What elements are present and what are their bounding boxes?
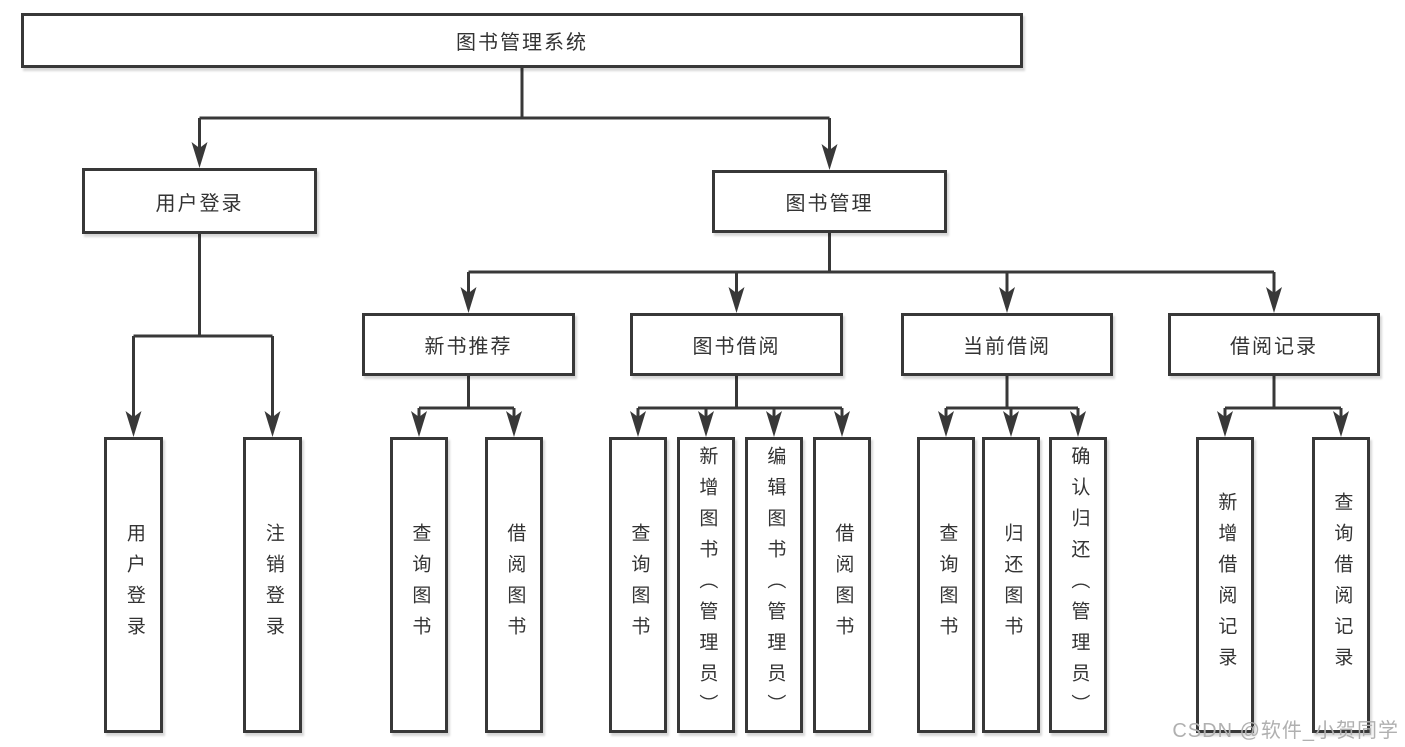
node-logout-action-label: 注销登录 xyxy=(262,523,284,647)
node-borrow-query-book: 查询图书 xyxy=(609,437,667,733)
node-logout-action: 注销登录 xyxy=(243,437,302,733)
node-records-query-label: 查询借阅记录 xyxy=(1331,492,1353,678)
node-rec-query-book-label: 查询图书 xyxy=(409,523,431,647)
node-records-add: 新增借阅记录 xyxy=(1196,437,1254,733)
node-borrow-query-book-label: 查询图书 xyxy=(628,523,650,647)
node-root-label: 图书管理系统 xyxy=(456,32,588,54)
node-current-query-book: 查询图书 xyxy=(917,437,975,733)
node-borrow-borrow-book: 借阅图书 xyxy=(813,437,871,733)
node-current-borrow-label: 当前借阅 xyxy=(963,336,1051,358)
node-book-borrow: 图书借阅 xyxy=(630,313,843,376)
node-rec-borrow-book-label: 借阅图书 xyxy=(504,523,526,647)
node-new-book-rec-label: 新书推荐 xyxy=(424,336,513,358)
node-borrow-add-book-label: 新增图书（管理员） xyxy=(696,445,718,725)
node-rec-borrow-book: 借阅图书 xyxy=(485,437,543,733)
node-records-add-label: 新增借阅记录 xyxy=(1215,492,1237,678)
node-borrow-edit-book: 编辑图书（管理员） xyxy=(745,437,803,733)
node-book-mgmt: 图书管理 xyxy=(712,170,947,233)
node-book-mgmt-label: 图书管理 xyxy=(785,193,874,215)
node-current-confirm-return: 确认归还（管理员） xyxy=(1049,437,1107,733)
node-user-login-label: 用户登录 xyxy=(155,192,244,215)
node-user-login-action: 用户登录 xyxy=(104,437,163,733)
node-rec-query-book: 查询图书 xyxy=(390,437,448,733)
node-records-query: 查询借阅记录 xyxy=(1312,437,1370,733)
node-borrow-records: 借阅记录 xyxy=(1168,313,1380,376)
node-current-query-book-label: 查询图书 xyxy=(936,523,958,647)
node-user-login: 用户登录 xyxy=(82,168,317,234)
watermark-text: CSDN @软件_小贺同学 xyxy=(1172,720,1399,742)
node-current-borrow: 当前借阅 xyxy=(901,313,1113,376)
node-borrow-edit-book-label: 编辑图书（管理员） xyxy=(764,445,786,725)
node-new-book-rec: 新书推荐 xyxy=(362,313,575,376)
node-borrow-borrow-book-label: 借阅图书 xyxy=(832,523,854,647)
node-user-login-action-label: 用户登录 xyxy=(123,523,145,647)
node-current-return-book: 归还图书 xyxy=(982,437,1040,733)
node-root: 图书管理系统 xyxy=(21,13,1023,68)
node-borrow-add-book: 新增图书（管理员） xyxy=(677,437,735,733)
node-book-borrow-label: 图书借阅 xyxy=(692,336,781,358)
node-current-confirm-return-label: 确认归还（管理员） xyxy=(1068,445,1090,725)
node-borrow-records-label: 借阅记录 xyxy=(1230,336,1318,358)
node-current-return-book-label: 归还图书 xyxy=(1001,523,1023,647)
